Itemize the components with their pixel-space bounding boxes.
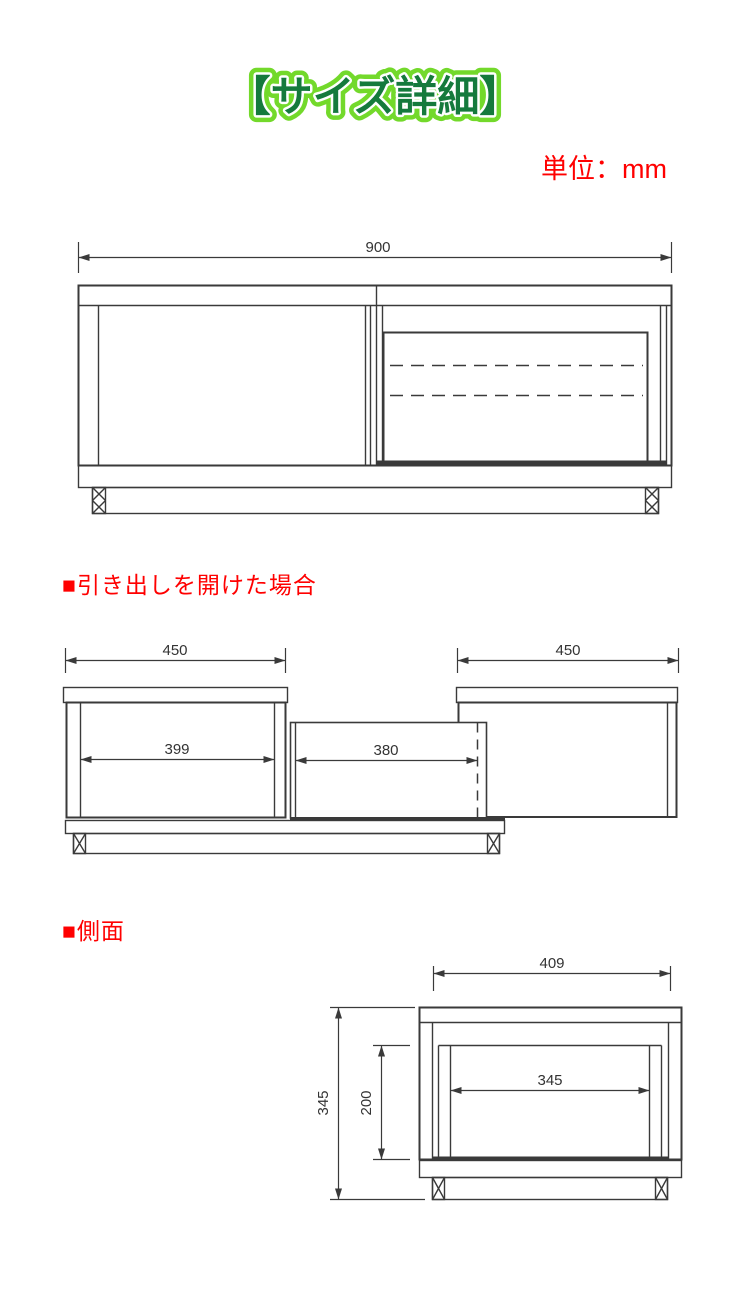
opened-drawer-box: 380 xyxy=(289,721,505,821)
side-inner-drawer: 345 xyxy=(432,1044,668,1160)
front-base-and-feet xyxy=(77,464,673,515)
section-label-drawer-open: ■引き出しを開けた場合 xyxy=(62,572,317,598)
dim-left-inner-width: 399 xyxy=(164,741,189,758)
dim-drawer-extension: 380 xyxy=(373,742,398,759)
drawer-open-diagram: 450 450 399 380 xyxy=(62,642,680,855)
side-view-diagram: 409 345 200 345 xyxy=(315,955,683,1201)
side-right-foot xyxy=(654,1176,669,1201)
dim-left-width: 450 xyxy=(162,642,187,659)
page-title-white-stroke: 【サイズ詳細】 xyxy=(229,73,522,120)
side-depth-dimension: 409 xyxy=(432,955,672,991)
right-width-dimension: 450 xyxy=(456,642,680,673)
side-base-and-feet xyxy=(418,1159,683,1201)
page-title-outline: 【サイズ詳細】 xyxy=(229,73,522,120)
page-title-text: 【サイズ詳細】 xyxy=(229,73,522,120)
side-left-foot xyxy=(431,1176,446,1201)
front-left-foot xyxy=(91,486,107,515)
dim-side-depth: 409 xyxy=(539,955,564,972)
front-right-foot xyxy=(644,486,660,515)
side-height-dimension: 345 xyxy=(315,1006,425,1201)
page-title: 【サイズ詳細】 【サイズ詳細】 【サイズ詳細】 xyxy=(222,66,529,127)
open-base-and-feet xyxy=(64,819,506,855)
dim-front-width: 900 xyxy=(365,239,390,256)
front-width-dimension: 900 xyxy=(77,239,673,273)
front-view-diagram: 900 xyxy=(77,239,673,515)
open-left-foot xyxy=(72,832,87,855)
dim-side-inner-height: 200 xyxy=(358,1090,375,1115)
left-width-dimension: 450 xyxy=(64,642,287,673)
dim-side-inner-width: 345 xyxy=(537,1072,562,1089)
front-drawer-face xyxy=(377,331,666,465)
front-cabinet-body xyxy=(77,284,673,467)
section-label-side-view: ■側面 xyxy=(62,918,125,944)
unit-label: 単位：mm xyxy=(541,154,667,184)
dim-side-height: 345 xyxy=(315,1090,332,1115)
right-cabinet-unit xyxy=(455,686,679,818)
open-right-foot xyxy=(486,832,501,855)
dim-right-width: 450 xyxy=(555,642,580,659)
left-cabinet-unit: 399 xyxy=(62,686,289,819)
side-inner-height-dimension: 200 xyxy=(358,1044,410,1161)
